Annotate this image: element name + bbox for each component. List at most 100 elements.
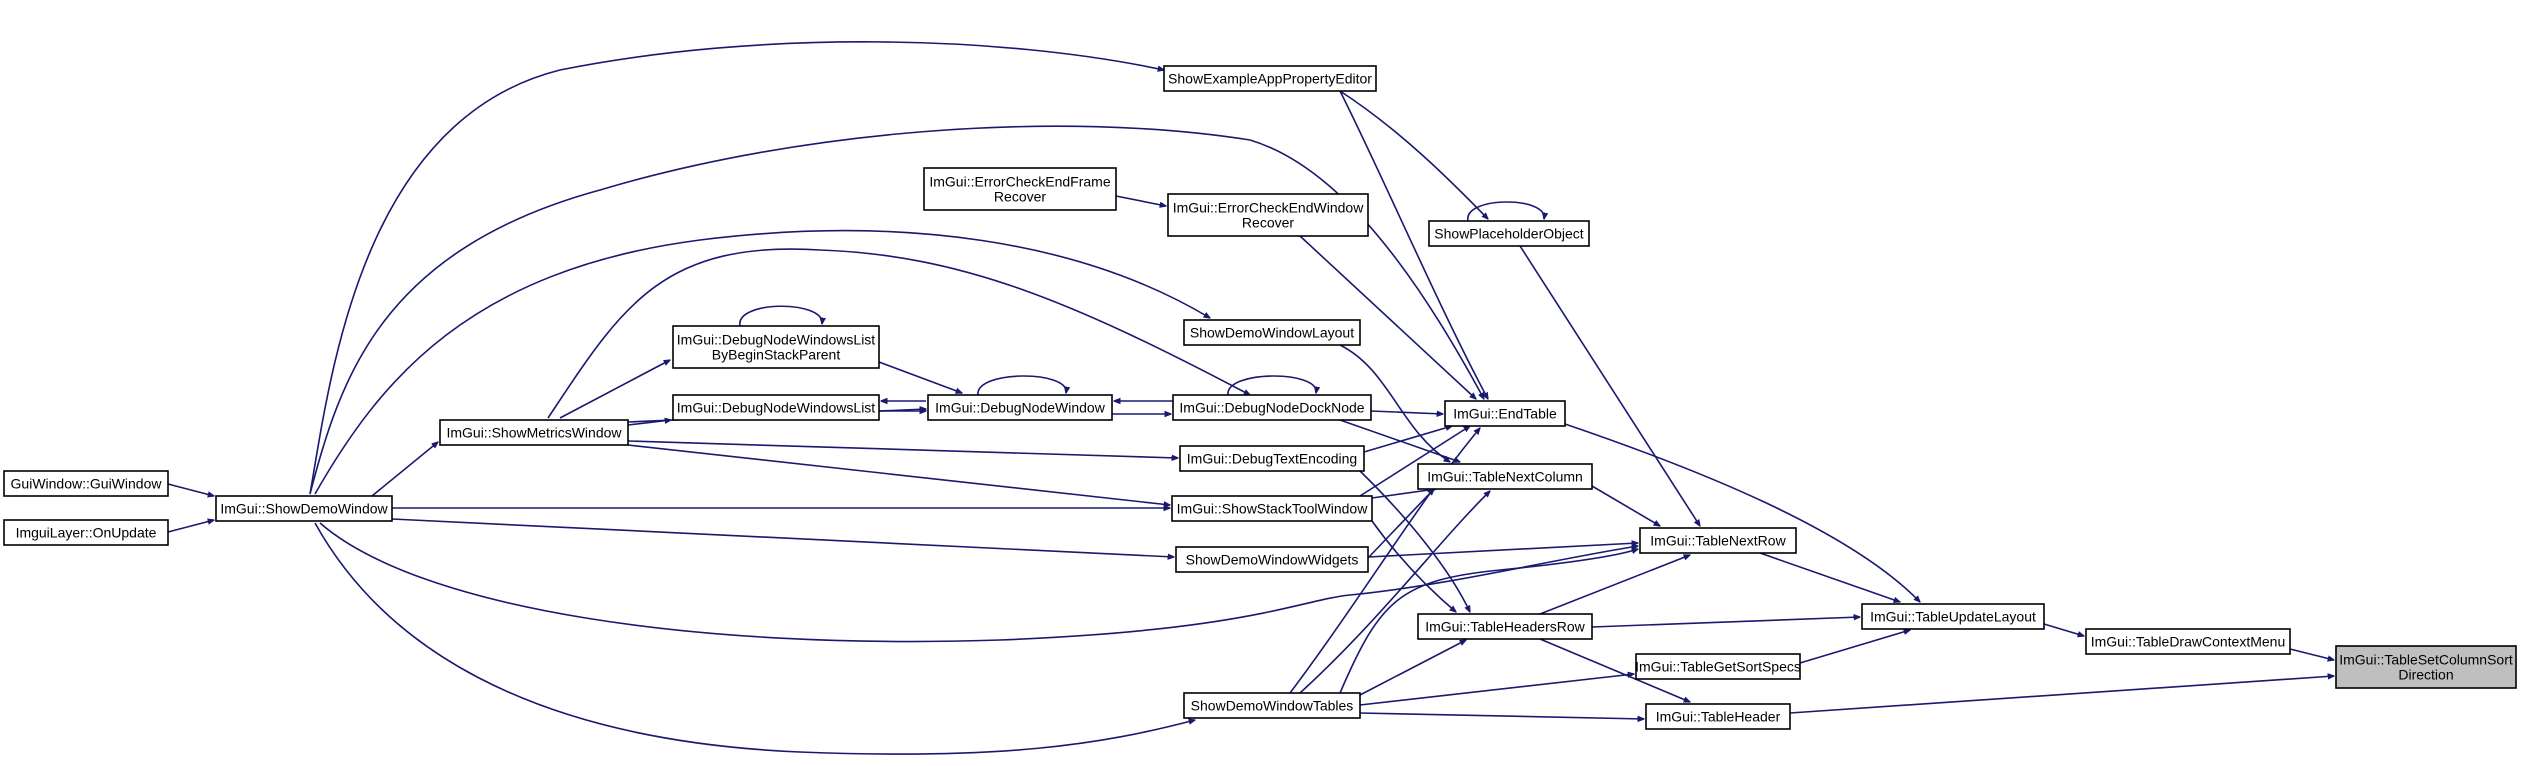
edge-showdemowindow-to-tables xyxy=(314,522,1195,755)
edge-showdemowindow-to-layout xyxy=(314,229,1210,495)
node-box xyxy=(1417,463,1593,490)
node-imguilayer[interactable]: ImguiLayer::OnUpdate xyxy=(3,519,169,546)
edge-dnwl_stack-to-dnwl_stack xyxy=(739,305,822,327)
node-label: ShowDemoWindowTables xyxy=(1191,698,1354,714)
node-label: ImGui::TableNextRow xyxy=(1650,533,1786,549)
node-box xyxy=(439,419,629,446)
node-box xyxy=(1163,65,1377,92)
node-label: ImGui::ErrorCheckEndWindow xyxy=(1173,200,1365,216)
edge-showdemowindow-to-propeditor xyxy=(309,41,1164,495)
edge-docknode-to-endtable xyxy=(1370,410,1443,414)
node-box xyxy=(2335,645,2517,689)
node-textenc[interactable]: ImGui::DebugTextEncoding xyxy=(1179,445,1365,472)
node-tables[interactable]: ShowDemoWindowTables xyxy=(1183,692,1361,719)
node-box xyxy=(1861,603,2045,630)
edge-errframe-to-errwindow xyxy=(1115,195,1166,206)
node-placeholder[interactable]: ShowPlaceholderObject xyxy=(1428,220,1590,247)
node-box xyxy=(923,167,1117,211)
node-label: ImGui::TableUpdateLayout xyxy=(1870,609,2036,625)
node-updatelayout[interactable]: ImGui::TableUpdateLayout xyxy=(1861,603,2045,630)
node-dnwl_stack[interactable]: ImGui::DebugNodeWindowsListByBeginStackP… xyxy=(672,325,880,369)
node-box xyxy=(3,519,169,546)
node-endtable[interactable]: ImGui::EndTable xyxy=(1444,400,1566,427)
node-propeditor[interactable]: ShowExampleAppPropertyEditor xyxy=(1163,65,1377,92)
edge-guiwindow-to-showdemowindow xyxy=(167,483,214,496)
edge-showmetrics-to-dnwl_stack xyxy=(559,360,670,419)
node-label: ImGui::EndTable xyxy=(1453,406,1557,422)
edge-tables-to-nextrow xyxy=(1339,549,1638,694)
edge-showdemowindow-to-showmetrics xyxy=(371,442,438,497)
node-nextcolumn[interactable]: ImGui::TableNextColumn xyxy=(1417,463,1593,490)
edge-dnwl_stack-to-dnw xyxy=(878,361,962,393)
node-label: Recover xyxy=(1242,215,1294,231)
nodes-layer: GuiWindow::GuiWindowImguiLayer::OnUpdate… xyxy=(3,65,2517,730)
node-label: ImGui::TableDrawContextMenu xyxy=(2091,634,2286,650)
node-widgets[interactable]: ShowDemoWindowWidgets xyxy=(1175,546,1369,573)
node-guiwindow[interactable]: GuiWindow::GuiWindow xyxy=(3,470,169,497)
node-box xyxy=(672,394,880,421)
edge-propeditor-to-placeholder xyxy=(1339,90,1488,219)
edge-headersrow-to-header xyxy=(1539,638,1690,703)
node-label: ImGui::TableNextColumn xyxy=(1427,469,1583,485)
node-label: ImGui::DebugNodeDockNode xyxy=(1179,400,1364,416)
node-box xyxy=(1172,394,1372,421)
edge-headersrow-to-updatelayout xyxy=(1591,617,1860,628)
edge-showdemowindow-to-widgets xyxy=(391,518,1174,557)
node-header[interactable]: ImGui::TableHeader xyxy=(1645,703,1791,730)
edge-tables-to-getsortspecs xyxy=(1359,674,1634,706)
node-label: Direction xyxy=(2398,667,2453,683)
node-headersrow[interactable]: ImGui::TableHeadersRow xyxy=(1417,613,1593,640)
node-dnw[interactable]: ImGui::DebugNodeWindow xyxy=(927,394,1113,421)
node-label: GuiWindow::GuiWindow xyxy=(11,476,163,492)
edge-widgets-to-nextcolumn xyxy=(1367,489,1434,559)
edge-header-to-setsort xyxy=(1789,676,2334,714)
edge-imguilayer-to-showdemowindow xyxy=(167,520,214,533)
node-drawctx[interactable]: ImGui::TableDrawContextMenu xyxy=(2085,628,2291,655)
edge-docknode-to-docknode xyxy=(1227,375,1316,396)
node-label: ShowExampleAppPropertyEditor xyxy=(1168,71,1372,87)
node-box xyxy=(1428,220,1590,247)
node-dnwl[interactable]: ImGui::DebugNodeWindowsList xyxy=(672,394,880,421)
node-showdemowindow[interactable]: ImGui::ShowDemoWindow xyxy=(215,495,393,522)
node-box xyxy=(1645,703,1791,730)
node-layout[interactable]: ShowDemoWindowLayout xyxy=(1183,319,1361,346)
node-box xyxy=(1183,319,1361,346)
edge-headersrow-to-nextrow xyxy=(1539,554,1690,615)
edge-updatelayout-to-drawctx xyxy=(2043,623,2084,636)
node-box xyxy=(3,470,169,497)
edge-tables-to-header xyxy=(1359,712,1644,719)
edge-placeholder-to-placeholder xyxy=(1467,201,1544,222)
node-box xyxy=(1175,546,1369,573)
node-nextrow[interactable]: ImGui::TableNextRow xyxy=(1639,527,1797,554)
node-label: ImGui::DebugNodeWindowsList xyxy=(677,332,876,348)
node-box xyxy=(1417,613,1593,640)
edge-showmetrics-to-docknode xyxy=(547,248,1250,419)
edge-showmetrics-to-textenc xyxy=(627,440,1178,458)
node-label: ImGui::DebugNodeWindowsList xyxy=(677,400,876,416)
edge-errwindow-to-endtable xyxy=(1299,235,1476,399)
edge-stacktool-to-nextcolumn xyxy=(1371,489,1436,499)
node-label: ShowPlaceholderObject xyxy=(1434,226,1584,242)
node-box xyxy=(1444,400,1566,427)
edge-drawctx-to-setsort xyxy=(2289,648,2334,660)
node-label: ImGui::ShowStackToolWindow xyxy=(1177,501,1369,517)
edge-textenc-to-endtable xyxy=(1363,426,1452,453)
node-label: ImGui::ErrorCheckEndFrame xyxy=(929,174,1110,190)
node-label: Recover xyxy=(994,189,1046,205)
node-label: ImGui::DebugTextEncoding xyxy=(1187,451,1357,467)
node-showmetrics[interactable]: ImGui::ShowMetricsWindow xyxy=(439,419,629,446)
edge-dnw-to-dnw xyxy=(977,375,1066,396)
node-docknode[interactable]: ImGui::DebugNodeDockNode xyxy=(1172,394,1372,421)
edge-endtable-to-updatelayout xyxy=(1564,423,1920,602)
node-stacktool[interactable]: ImGui::ShowStackToolWindow xyxy=(1171,495,1373,522)
node-getsortspecs[interactable]: ImGui::TableGetSortSpecs xyxy=(1635,653,1801,680)
edge-tables-to-endtable xyxy=(1289,428,1480,694)
node-label: ImGui::TableHeader xyxy=(1656,709,1781,725)
node-label: ImguiLayer::OnUpdate xyxy=(16,525,157,541)
edge-showdemowindow-to-nextrow xyxy=(319,522,1638,643)
edge-showmetrics-to-stacktool xyxy=(627,444,1170,505)
node-box xyxy=(672,325,880,369)
